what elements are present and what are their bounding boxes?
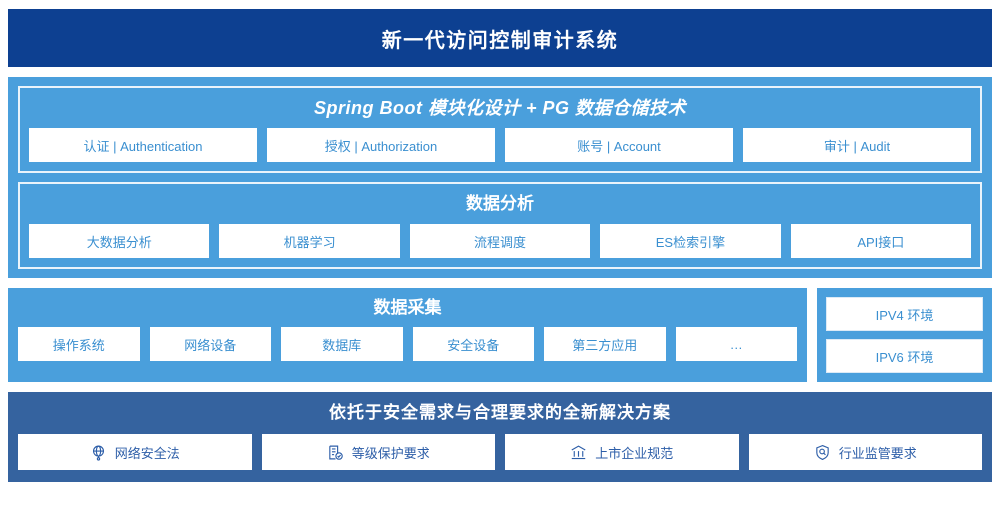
card-label: 账号 | Account (577, 138, 661, 154)
group-spring-boot: Spring Boot 模块化设计 + PG 数据仓储技术 认证 | Authe… (18, 86, 982, 173)
shield-search-icon (814, 444, 831, 461)
card-label: 行业监管要求 (838, 445, 917, 461)
platform-panel: Spring Boot 模块化设计 + PG 数据仓储技术 认证 | Authe… (8, 77, 992, 278)
card-label: IPV6 环境 (875, 349, 934, 365)
card-big-data-analysis[interactable]: 大数据分析 (29, 224, 210, 258)
bank-icon (570, 444, 587, 461)
card-label: 审计 | Audit (823, 138, 891, 154)
card-ipv4-environment[interactable]: IPV4 环境 (826, 297, 983, 331)
card-machine-learning[interactable]: 机器学习 (219, 224, 400, 258)
card-label: 等级保护要求 (351, 445, 430, 461)
group-title-data-analysis: 数据分析 (466, 194, 534, 213)
card-label: 大数据分析 (86, 234, 152, 250)
card-label: 操作系统 (52, 337, 105, 353)
card-authorization[interactable]: 授权 | Authorization (267, 128, 495, 162)
card-listed-company-standard[interactable]: 上市企业规范 (505, 434, 739, 470)
card-row-spring-boot: 认证 | Authentication 授权 | Authorization 账… (29, 128, 971, 162)
group-data-analysis: 数据分析 大数据分析 机器学习 流程调度 ES检索引擎 API接口 (18, 182, 982, 269)
header-bar: 新一代访问控制审计系统 (8, 9, 992, 67)
card-label: 网络安全法 (114, 445, 180, 461)
card-cybersecurity-law[interactable]: 网络安全法 (18, 434, 252, 470)
card-industry-regulation[interactable]: 行业监管要求 (748, 434, 982, 470)
group-title-data-collection: 数据采集 (373, 298, 442, 317)
card-label: 安全设备 (447, 337, 500, 353)
card-classified-protection[interactable]: 等级保护要求 (261, 434, 495, 470)
card-label: 第三方应用 (572, 337, 638, 353)
card-row-solution: 网络安全法 等级保护要求 (18, 434, 982, 470)
page-title: 新一代访问控制审计系统 (381, 29, 619, 52)
card-authentication[interactable]: 认证 | Authentication (29, 128, 257, 162)
card-label: 数据库 (322, 337, 362, 353)
card-audit[interactable]: 审计 | Audit (743, 128, 971, 162)
card-ipv6-environment[interactable]: IPV6 环境 (826, 339, 983, 373)
card-label: 流程调度 (474, 234, 527, 250)
card-row-data-analysis: 大数据分析 机器学习 流程调度 ES检索引擎 API接口 (29, 224, 972, 258)
card-third-party-app[interactable]: 第三方应用 (544, 327, 666, 361)
group-title-spring-boot: Spring Boot 模块化设计 + PG 数据仓储技术 (313, 98, 686, 118)
card-label: 授权 | Authorization (324, 138, 438, 154)
card-label: 认证 | Authentication (83, 138, 203, 154)
card-label: IPV4 环境 (875, 307, 934, 323)
card-label: API接口 (857, 234, 905, 250)
card-security-device[interactable]: 安全设备 (412, 327, 534, 361)
card-operating-system[interactable]: 操作系统 (18, 327, 140, 361)
solution-panel: 依托于安全需求与合理要求的全新解决方案 网络安全法 (8, 392, 992, 482)
card-more[interactable]: … (675, 327, 797, 361)
card-network-device[interactable]: 网络设备 (149, 327, 271, 361)
data-collection-panel: 数据采集 操作系统 网络设备 数据库 安全设备 第三方应用 … (8, 288, 807, 382)
card-database[interactable]: 数据库 (281, 327, 403, 361)
card-label: 机器学习 (283, 234, 336, 250)
card-label: 上市企业规范 (595, 445, 674, 461)
card-label: 网络设备 (184, 337, 237, 353)
document-check-icon (327, 444, 344, 461)
card-account[interactable]: 账号 | Account (505, 128, 733, 162)
card-row-data-collection: 操作系统 网络设备 数据库 安全设备 第三方应用 … (18, 327, 797, 361)
group-title-solution: 依托于安全需求与合理要求的全新解决方案 (329, 403, 671, 422)
card-es-search-engine[interactable]: ES检索引擎 (600, 224, 781, 258)
card-label: ES检索引擎 (655, 234, 726, 250)
environment-panel: IPV4 环境 IPV6 环境 (817, 288, 992, 382)
collect-row: 数据采集 操作系统 网络设备 数据库 安全设备 第三方应用 … (8, 288, 992, 382)
card-api-interface[interactable]: API接口 (790, 224, 972, 258)
card-process-scheduling[interactable]: 流程调度 (409, 224, 591, 258)
card-label: … (729, 336, 743, 352)
globe-icon (90, 444, 107, 461)
